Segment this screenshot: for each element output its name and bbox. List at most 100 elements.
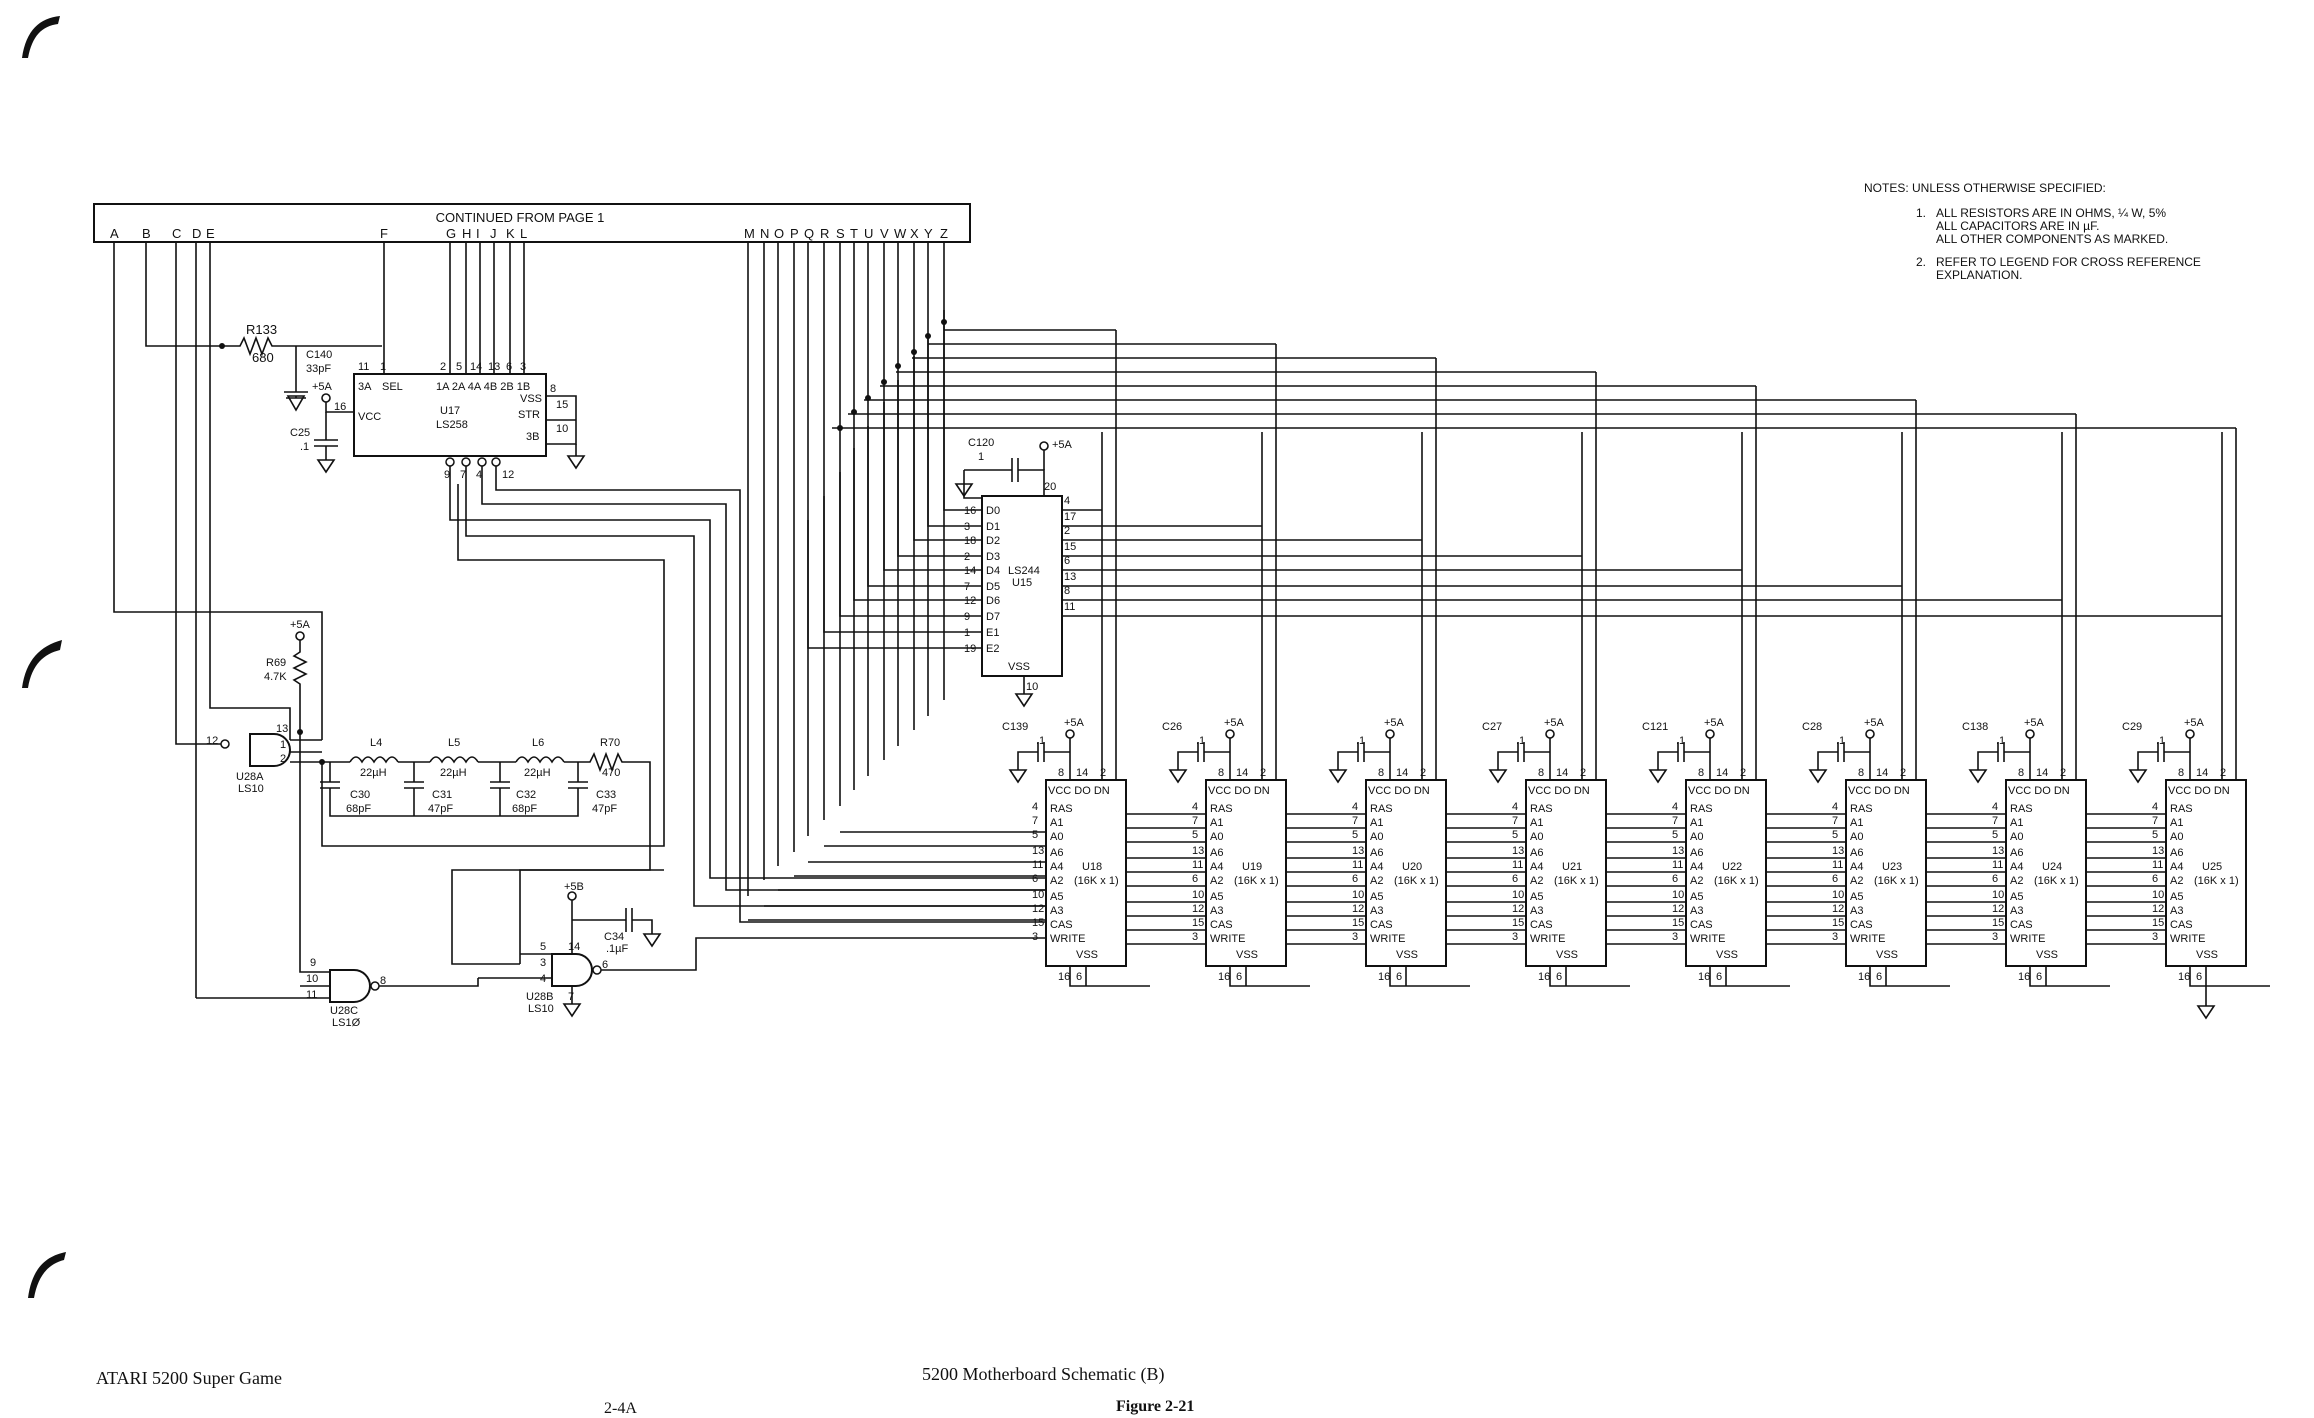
svg-text:C26: C26: [1162, 721, 1182, 733]
svg-text:CAS: CAS: [1850, 919, 1873, 931]
svg-text:WRITE: WRITE: [1530, 933, 1565, 945]
bus-wire: [175, 242, 221, 745]
svg-text:CAS: CAS: [2010, 919, 2033, 931]
svg-text:A6: A6: [1530, 847, 1543, 859]
svg-text:CAS: CAS: [2170, 919, 2193, 931]
svg-text:22µH: 22µH: [360, 767, 387, 779]
svg-text:A5: A5: [1530, 891, 1543, 903]
svg-text:D3: D3: [986, 551, 1000, 563]
bus-wire: [209, 242, 291, 740]
svg-text:15: 15: [1672, 917, 1684, 929]
svg-text:7: 7: [568, 991, 574, 1003]
ram-chip-u19: VCC DO DNRAS4A17A05A613A411A26A510A312CA…: [928, 343, 1310, 987]
svg-text:2: 2: [2060, 767, 2066, 779]
svg-text:LS10: LS10: [238, 783, 264, 795]
svg-text:13: 13: [488, 361, 500, 373]
svg-text:6: 6: [1352, 873, 1358, 885]
svg-text:C139: C139: [1002, 721, 1028, 733]
svg-text:13: 13: [1352, 845, 1364, 857]
svg-text:12: 12: [206, 735, 218, 747]
notes-item2-num: 2.: [1916, 255, 1927, 269]
svg-text:A0: A0: [1530, 831, 1543, 843]
svg-text:A3: A3: [1050, 905, 1063, 917]
svg-text:10: 10: [1192, 889, 1204, 901]
svg-text:4: 4: [2152, 801, 2158, 813]
svg-text:47pF: 47pF: [428, 803, 453, 815]
svg-text:3: 3: [964, 521, 970, 533]
svg-text:8: 8: [1218, 767, 1224, 779]
svg-text:14: 14: [1556, 767, 1568, 779]
svg-text:D7: D7: [986, 611, 1000, 623]
svg-text:6: 6: [1672, 873, 1678, 885]
svg-text:3: 3: [1992, 931, 1998, 943]
svg-text:RAS: RAS: [1210, 803, 1233, 815]
svg-text:A2: A2: [2170, 875, 2183, 887]
svg-text:6: 6: [1992, 873, 1998, 885]
svg-text:L6: L6: [532, 737, 544, 749]
c140-capacitor: C140 33pF: [284, 346, 332, 412]
svg-text:680: 680: [252, 350, 274, 365]
svg-text:12: 12: [1832, 903, 1844, 915]
bus-letter-s: S: [836, 226, 845, 241]
svg-text:6: 6: [1076, 971, 1082, 983]
svg-text:13: 13: [276, 723, 288, 735]
svg-text:11: 11: [1832, 859, 1843, 871]
svg-text:C138: C138: [1962, 721, 1988, 733]
svg-text:6: 6: [1512, 873, 1518, 885]
svg-text:15: 15: [1352, 917, 1364, 929]
svg-text:9: 9: [964, 611, 970, 623]
svg-text:VSS: VSS: [1236, 949, 1258, 961]
svg-text:.1: .1: [2156, 735, 2165, 747]
bus-letter-l: L: [520, 226, 527, 241]
notes-item1-num: 1.: [1916, 206, 1927, 220]
svg-text:LS1Ø: LS1Ø: [332, 1017, 361, 1029]
svg-text:12: 12: [1192, 903, 1204, 915]
svg-text:R70: R70: [600, 737, 620, 749]
svg-text:A4: A4: [1370, 861, 1383, 873]
svg-text:LS10: LS10: [528, 1003, 554, 1015]
svg-text:(16K x 1): (16K x 1): [1234, 875, 1279, 887]
svg-text:33pF: 33pF: [306, 363, 331, 375]
svg-text:D6: D6: [986, 595, 1000, 607]
svg-text:(16K x 1): (16K x 1): [2194, 875, 2239, 887]
bus-letter-y: Y: [924, 226, 933, 241]
svg-text:SEL: SEL: [382, 381, 403, 393]
svg-text:A2: A2: [2010, 875, 2023, 887]
ram-chip-u24: VCC DO DNRAS4A17A05A613A411A26A510A312CA…: [848, 413, 2110, 987]
svg-text:RAS: RAS: [1850, 803, 1873, 815]
svg-text:+5A: +5A: [1052, 439, 1073, 451]
svg-text:CAS: CAS: [1690, 919, 1713, 931]
svg-text:WRITE: WRITE: [2170, 933, 2205, 945]
svg-text:A3: A3: [1530, 905, 1543, 917]
svg-text:+5A: +5A: [2024, 717, 2045, 729]
svg-text:U25: U25: [2202, 861, 2222, 873]
svg-text:A4: A4: [1050, 861, 1063, 873]
bus-letter-z: Z: [940, 226, 948, 241]
svg-text:15: 15: [1192, 917, 1204, 929]
ram-chip-u20: VCC DO DNRAS4A17A05A613A411A26A510A312CA…: [912, 357, 1470, 987]
svg-text:2: 2: [1100, 767, 1106, 779]
bus-wires: [113, 242, 1046, 998]
svg-text:8: 8: [2018, 767, 2024, 779]
svg-text:A4: A4: [2010, 861, 2023, 873]
svg-text:16: 16: [2178, 971, 2190, 983]
svg-text:4: 4: [540, 973, 546, 985]
svg-text:15: 15: [1832, 917, 1844, 929]
svg-text:LS258: LS258: [436, 419, 468, 431]
bus-letter-g: G: [446, 226, 456, 241]
svg-text:VSS: VSS: [2036, 949, 2058, 961]
svg-text:A5: A5: [2010, 891, 2023, 903]
svg-text:16: 16: [1218, 971, 1230, 983]
svg-text:C29: C29: [2122, 721, 2142, 733]
svg-text:U18: U18: [1082, 861, 1102, 873]
svg-text:3: 3: [520, 361, 526, 373]
bus-letter-j: J: [490, 226, 497, 241]
svg-text:5: 5: [2152, 829, 2158, 841]
svg-text:RAS: RAS: [1690, 803, 1713, 815]
svg-text:18: 18: [964, 535, 976, 547]
svg-text:VCC DO DN: VCC DO DN: [1208, 785, 1270, 797]
svg-text:+5A: +5A: [1544, 717, 1565, 729]
svg-text:A0: A0: [1850, 831, 1863, 843]
